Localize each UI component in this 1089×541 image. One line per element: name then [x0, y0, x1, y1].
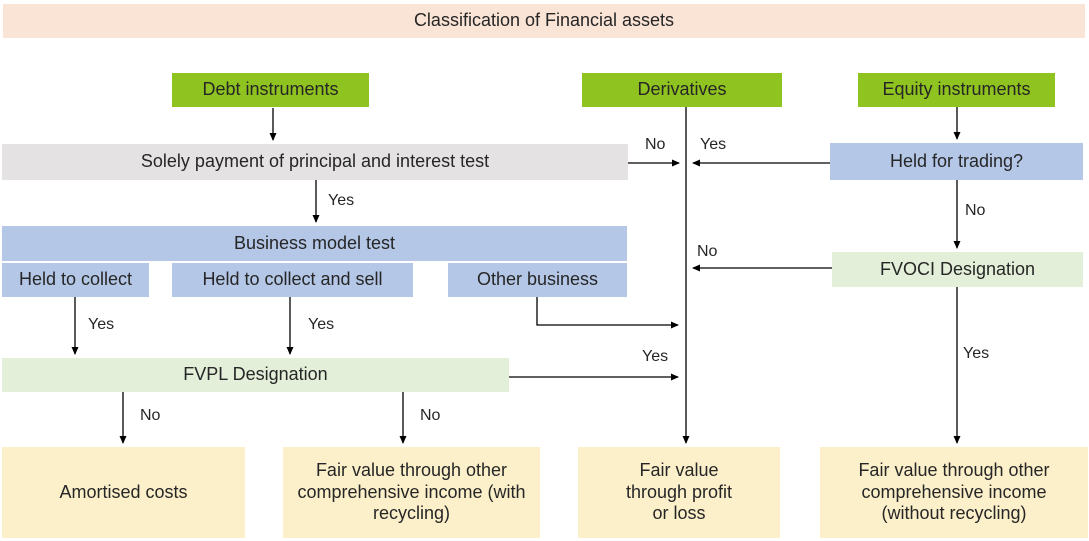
node-fvoci-without-recycling: Fair value through other comprehensive i… [820, 447, 1088, 538]
edge-label-held-to-collect-and-sell-yes: Yes [308, 316, 335, 333]
node-equity-instruments: Equity instruments [858, 73, 1055, 107]
edge-label-sppi-yes: Yes [328, 192, 355, 209]
node-debt-instruments: Debt instruments [172, 73, 369, 107]
connector-other-business-to-centre [536, 297, 679, 329]
node-other-business: Other business [448, 263, 627, 297]
node-derivatives: Derivatives [582, 73, 782, 107]
edge-label-sppi-no: No [645, 136, 666, 153]
edge-label-fvoci-no: No [697, 243, 718, 260]
edge-label-fvpl-yes: Yes [642, 348, 669, 365]
edge-label-held-for-trading-no: No [965, 202, 986, 219]
diagram-title: Classification of Financial assets [3, 4, 1085, 38]
node-fvoci-with-recycling-label: Fair value through other comprehensive i… [297, 459, 526, 524]
edge-label-fvoci-yes: Yes [963, 345, 990, 362]
edge-label-held-to-collect-yes: Yes [88, 316, 115, 333]
node-fv-through-profit-or-loss-label: Fair value through profit or loss [625, 459, 733, 524]
node-fvoci-with-recycling: Fair value through other comprehensive i… [283, 447, 540, 538]
node-amortised-costs: Amortised costs [2, 447, 245, 538]
node-fvpl-designation: FVPL Designation [2, 358, 509, 392]
node-held-for-trading: Held for trading? [830, 143, 1083, 180]
node-business-model-test: Business model test [2, 226, 627, 261]
node-held-to-collect-and-sell: Held to collect and sell [172, 263, 413, 297]
node-fvoci-without-recycling-label: Fair value through other comprehensive i… [858, 459, 1050, 524]
edge-label-fvpl-no-right: No [420, 407, 441, 424]
node-sppi-test: Solely payment of principal and interest… [2, 144, 628, 180]
edge-label-fvpl-no-left: No [140, 407, 161, 424]
node-fvoci-designation: FVOCI Designation [832, 252, 1083, 287]
node-fv-through-profit-or-loss: Fair value through profit or loss [578, 447, 780, 538]
node-held-to-collect: Held to collect [2, 263, 149, 297]
edge-label-derivatives-yes: Yes [700, 136, 727, 153]
